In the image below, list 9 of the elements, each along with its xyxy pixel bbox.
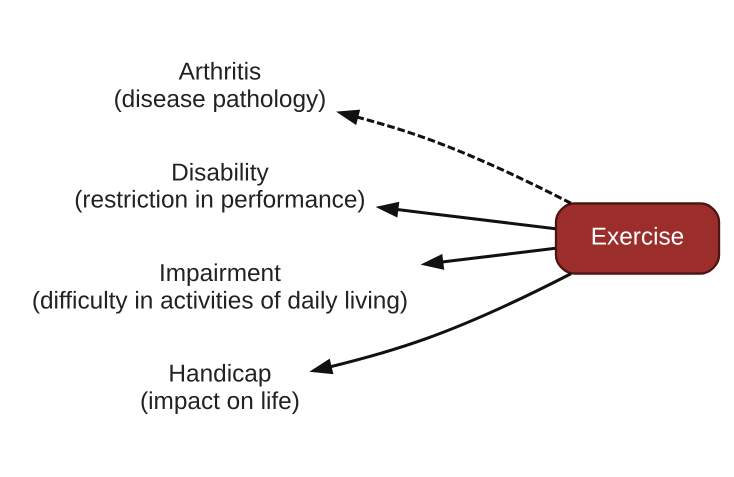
node-box: Exercise bbox=[554, 202, 720, 275]
node-text: Impairment (difficulty in activities of daily living) bbox=[32, 260, 408, 314]
arrow bbox=[309, 272, 572, 374]
node-text: Handicap (impact on life) bbox=[140, 360, 300, 415]
node-text: Disability (restriction in performance) bbox=[74, 159, 366, 214]
arrow bbox=[376, 202, 556, 230]
node-text: Arthritis (disease pathology) bbox=[114, 58, 326, 114]
arrow bbox=[336, 110, 572, 205]
arrow bbox=[420, 246, 556, 270]
